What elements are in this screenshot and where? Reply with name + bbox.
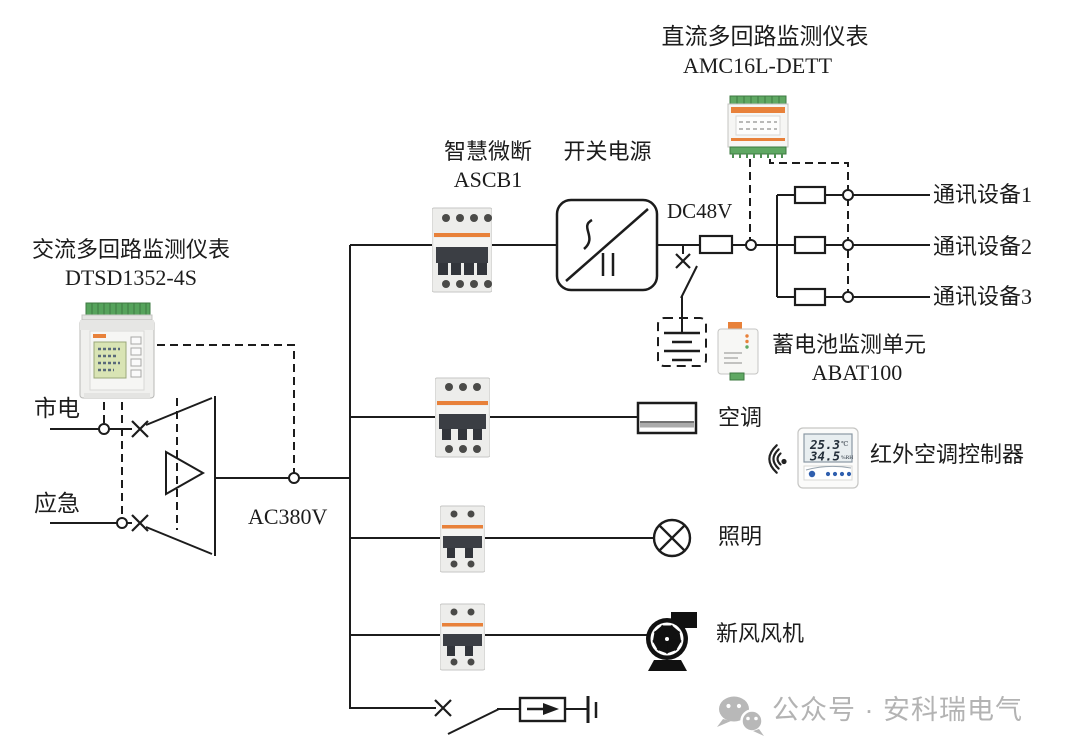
wires <box>50 194 930 735</box>
fuses <box>698 185 827 307</box>
battery-symbol <box>664 331 700 362</box>
smart-breaker-model: ASCB1 <box>453 167 523 192</box>
tap-mains <box>98 423 110 435</box>
comm3-label: 通讯设备3 <box>933 284 1033 309</box>
signal-links <box>103 159 849 530</box>
fuse-comm3 <box>793 287 827 307</box>
bottom-blade <box>447 708 500 735</box>
x-battery <box>675 253 691 269</box>
tap-emergency <box>116 517 128 529</box>
comm1-label: 通讯设备1 <box>933 182 1033 207</box>
thermostat-humidity-unit: %RH <box>841 455 853 461</box>
ground-icon <box>586 696 598 723</box>
dc-voltage-label: DC48V <box>667 199 733 223</box>
smart-breaker-title: 智慧微断 <box>443 139 532 164</box>
distribution-bus <box>349 245 436 709</box>
lamp-symbol <box>652 518 692 558</box>
mains-label: 市电 <box>34 396 80 421</box>
ir-controller-label: 红外空调控制器 <box>870 442 1025 467</box>
thermostat-temp-unit: ℃ <box>841 440 848 448</box>
breaker-lighting-2p <box>440 505 485 573</box>
ac-voltage-label: AC380V <box>248 504 328 529</box>
tap-dc48 <box>745 239 757 251</box>
air-conditioner-label: 空调 <box>718 405 763 430</box>
fresh-air-fan-label: 新风风机 <box>716 621 805 646</box>
dc-meter-model: AMC16L-DETT <box>682 53 833 78</box>
ac-meter-title: 交流多回路监测仪表 <box>31 237 230 262</box>
thermostat-temp-value: 25.3 <box>809 437 840 452</box>
tap-comm3 <box>842 291 854 303</box>
breaker-ac-3p <box>435 377 490 458</box>
abat100-device <box>717 322 759 381</box>
ats-blade-bottom <box>145 526 213 555</box>
thermostat-device: 25.3 ℃ 34.5 %RH <box>797 427 859 489</box>
breaker-main-4p <box>432 207 492 293</box>
ir-signal-icon <box>768 444 787 474</box>
tap-comm1 <box>842 189 854 201</box>
psu-title: 开关电源 <box>563 139 652 164</box>
spd-symbol <box>518 696 567 723</box>
tap-comm2 <box>842 239 854 251</box>
thermostat-humidity-value: 34.5 <box>809 449 841 464</box>
watermark-text: 公众号 · 安科瑞电气 <box>772 695 1023 725</box>
ats-mechanism-triangle <box>165 450 206 496</box>
dc-meter-title: 直流多回路监测仪表 <box>661 24 869 49</box>
dc-bars-glyph <box>601 253 615 276</box>
tap-ac380 <box>288 472 300 484</box>
emergency-label: 应急 <box>34 491 80 516</box>
amc-link-right <box>769 159 849 292</box>
battery-monitor-title: 蓄电池监测单元 <box>772 332 927 357</box>
x-emergency <box>131 514 149 532</box>
breaker-fan-2p <box>440 603 485 671</box>
psu-symbol <box>555 198 659 292</box>
x-bottom <box>434 699 452 717</box>
ac-meter-model: DTSD1352-4S <box>64 265 197 290</box>
dtsd-device <box>79 302 155 399</box>
dtsd-link-right <box>157 344 295 473</box>
ac-sine-glyph <box>583 218 593 250</box>
wechat-icon <box>717 696 764 736</box>
ats-blade-top <box>145 397 213 426</box>
x-mains <box>131 420 149 438</box>
battery-monitor-model: ABAT100 <box>811 360 903 385</box>
fan-icon <box>646 612 697 671</box>
fuse-comm1 <box>793 185 827 205</box>
fuse-main <box>698 234 734 255</box>
amc16l-device <box>727 95 789 158</box>
tap-circles <box>98 189 854 529</box>
fuse-comm2 <box>793 235 827 255</box>
x-marks <box>131 253 691 717</box>
lighting-label: 照明 <box>718 524 763 549</box>
battery-box <box>657 317 707 367</box>
ac-unit-symbol <box>636 401 698 435</box>
comm2-label: 通讯设备2 <box>933 234 1033 259</box>
battery-blade <box>680 265 698 299</box>
